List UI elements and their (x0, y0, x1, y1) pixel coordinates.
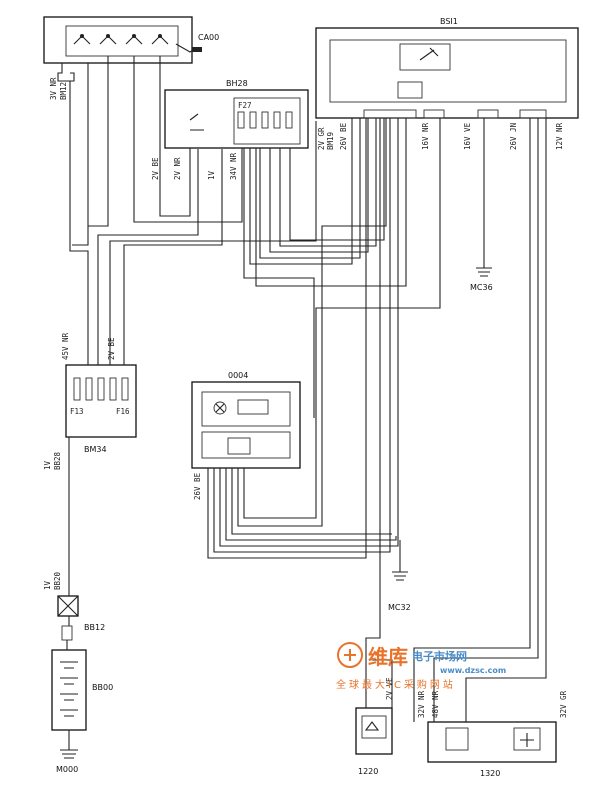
bm34-fuse-f16: F16 (116, 407, 130, 416)
bm34-fuse-f13: F13 (70, 407, 84, 416)
watermark-url: www.dzsc.com (440, 666, 506, 675)
mc32-label: MC32 (388, 603, 411, 612)
bh28-label: BH28 (226, 79, 248, 88)
c1220-pin-label: 2V VE (385, 677, 394, 700)
watermark-slogan: 全球最大IC采购网站 (336, 678, 456, 691)
bsi-left-wire-label: 2V GR (317, 127, 326, 150)
ca00-switch[interactable]: CA00 (43, 16, 219, 64)
m000-ground: M000 (56, 730, 78, 774)
c1320-module[interactable]: 1320 (427, 721, 557, 778)
battery-cells (60, 661, 78, 717)
bm34-45v-label: 45V NR (61, 332, 70, 360)
bsi-left-code-label: BM19 (326, 132, 335, 150)
mc36-label: MC36 (470, 283, 493, 292)
mc36-ground: MC36 (470, 118, 493, 292)
bb12-top-label: 1V (43, 580, 52, 590)
bb12-fuse[interactable]: BB12 (57, 595, 105, 641)
mc32-ground: MC32 (388, 540, 411, 612)
bh28-fuses (237, 111, 293, 129)
bsi-16v-ve-label: 16V VE (463, 122, 472, 150)
c0004-26v-label: 26V BE (193, 472, 202, 500)
bm12-wire-label: 3V NR (49, 77, 58, 100)
ca00-label: CA00 (198, 33, 219, 42)
bb12-label: BB12 (84, 623, 105, 632)
bh28-2v-nr-label: 2V NR (173, 157, 182, 180)
bsi-16v-nr-label: 16V NR (421, 122, 430, 150)
bm34-bottom-label: 1V (43, 460, 52, 470)
c1320-48v-label: 48V NR (431, 690, 440, 718)
bm34-fuses (73, 377, 129, 401)
bsi-12v-label: 12V NR (555, 122, 564, 150)
c1220-label: 1220 (358, 767, 378, 776)
bb00-label: BB00 (92, 683, 113, 692)
wires (57, 56, 547, 722)
watermark-brand: 维库 (368, 645, 408, 669)
c0004-module[interactable]: 0004 (191, 371, 301, 469)
bh28-34v-label: 34V NR (229, 152, 238, 180)
bm34-bottom-code-label: BB28 (53, 451, 62, 470)
bsi-26v-label: 26V BE (339, 122, 348, 150)
bh28-fuse-f27: F27 (238, 101, 252, 110)
bh28-fusebox[interactable]: BH28 F27 (164, 79, 309, 149)
watermark: 维库 电子市场网 www.dzsc.com 全球最大IC采购网站 (336, 642, 506, 691)
bm34-label: BM34 (84, 445, 107, 454)
bm34-2v-label: 2V BE (107, 337, 116, 360)
bm12-code-label: BM12 (59, 82, 68, 100)
bh28-1v-label: 1V (207, 170, 216, 180)
bsi1-module[interactable]: BSI1 (315, 17, 579, 119)
bm34-fusebox[interactable]: F13 F16 BM34 (65, 364, 137, 454)
bsi1-label: BSI1 (440, 17, 458, 26)
bb12-code-label: BB20 (53, 571, 62, 590)
c0004-label: 0004 (228, 371, 248, 380)
c1220-module[interactable]: 1220 (355, 707, 393, 776)
watermark-sub: 电子市场网 (412, 649, 467, 663)
bb00-battery[interactable]: BB00 (51, 649, 113, 731)
c1320-12v-label: 32V GR (559, 690, 568, 718)
c1320-32v-label: 32V NR (417, 690, 426, 718)
bh28-2v-label: 2V BE (151, 157, 160, 180)
m000-label: M000 (56, 765, 78, 774)
c1320-label: 1320 (480, 769, 500, 778)
bsi-26v-jn-label: 26V JN (509, 123, 518, 150)
